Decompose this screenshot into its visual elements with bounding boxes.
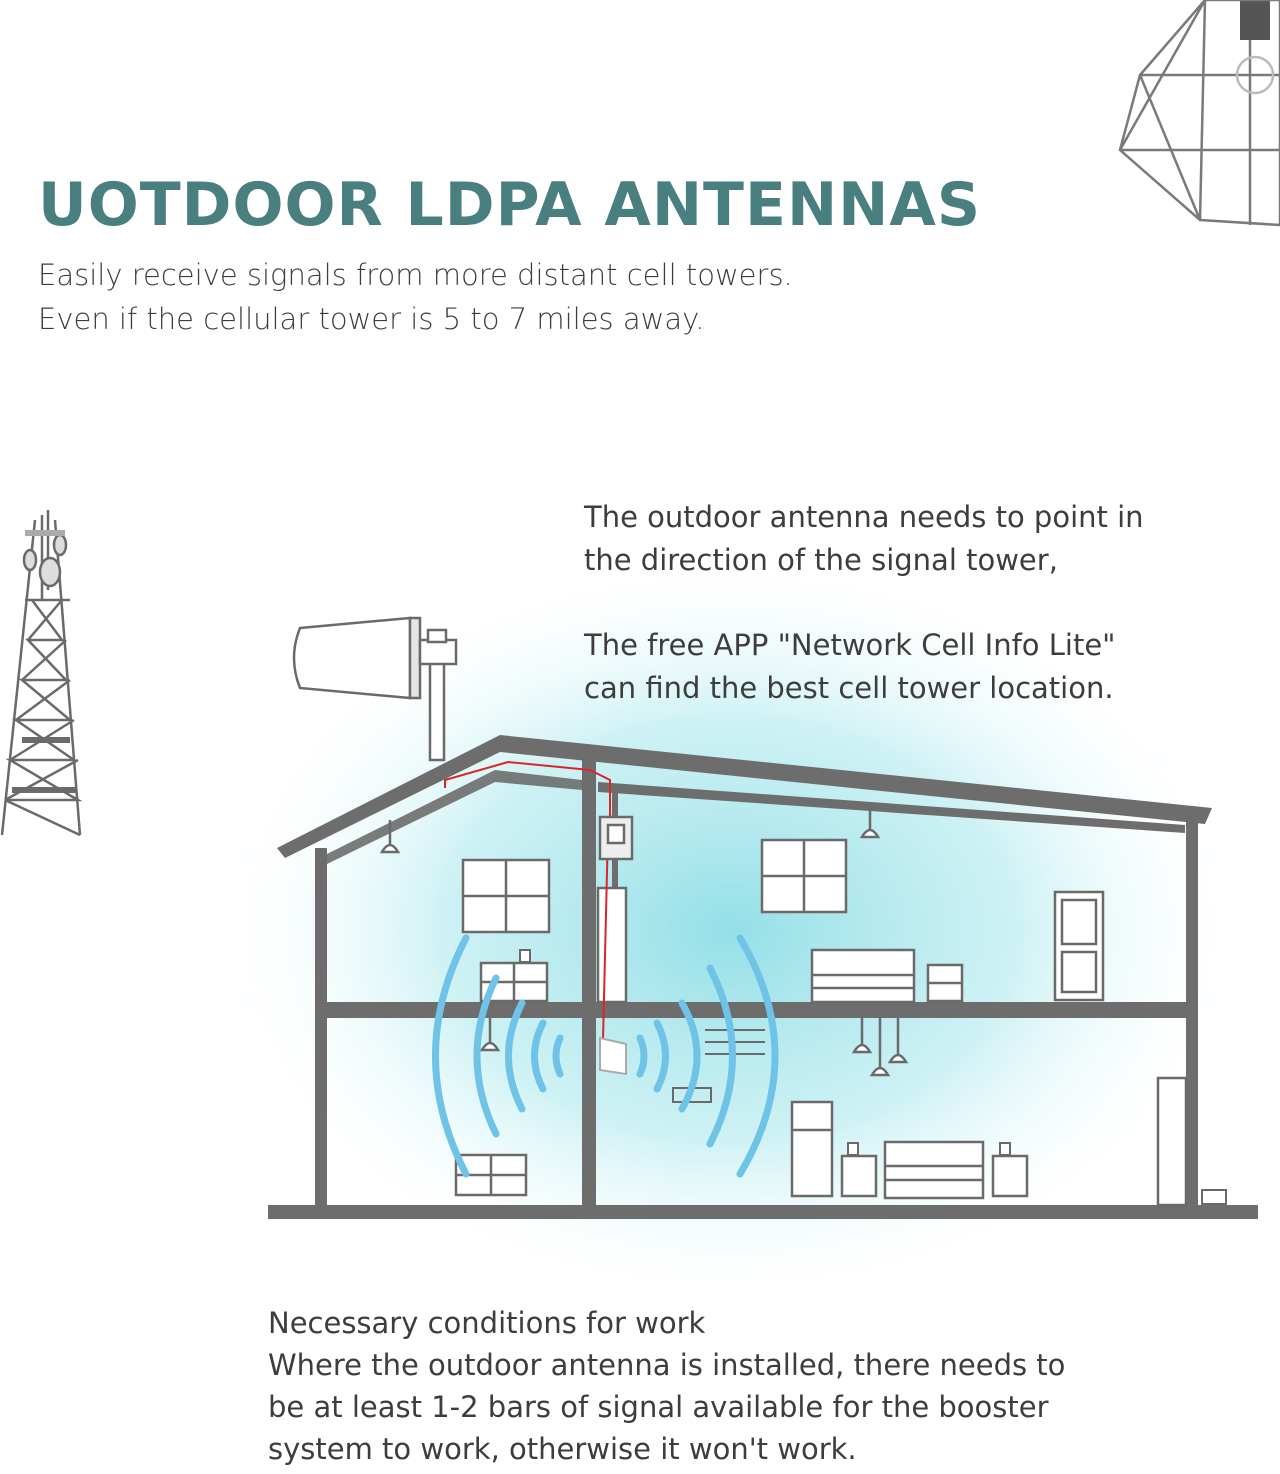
cell-tower-icon (0, 510, 83, 837)
subtitle-line-1: Easily receive signals from more distant… (38, 258, 793, 292)
dresser-lower-left (454, 1153, 528, 1197)
work-conditions: Necessary conditions for work Where the … (268, 1302, 1258, 1470)
note-direction-line-2: the direction of the signal tower, (584, 543, 1058, 577)
plants (519, 949, 1227, 1205)
subtitle-line-2: Even if the cellular tower is 5 to 7 mil… (38, 302, 705, 336)
bed-lower (883, 1140, 985, 1200)
ldpa-antenna-icon (292, 616, 458, 762)
fridge (790, 1100, 834, 1198)
note-direction-line-1: The outdoor antenna needs to point in (584, 500, 1144, 534)
door-upper-right (1053, 890, 1105, 1002)
conditions-line-3: system to work, otherwise it won't work. (268, 1432, 857, 1466)
window-right (760, 838, 848, 914)
nightstand-upper (926, 963, 964, 1003)
nightstands-lower (840, 1154, 1029, 1198)
conditions-heading: Necessary conditions for work (268, 1306, 706, 1340)
antenna-note: The outdoor antenna needs to point in th… (584, 496, 1244, 710)
note-app-line-1: The free APP "Network Cell Info Lite" (584, 628, 1116, 662)
booster-unit-icon (598, 815, 634, 861)
pendant-lamp-icon (1118, 0, 1280, 227)
conditions-line-2: be at least 1-2 bars of signal available… (268, 1390, 1049, 1424)
door-upper-mid (596, 886, 628, 1004)
note-app-line-2: can find the best cell tower location. (584, 671, 1114, 705)
conditions-line-1: Where the outdoor antenna is installed, … (268, 1348, 1066, 1382)
indoor-antenna-icon (599, 1036, 627, 1076)
bed-upper (810, 948, 916, 1004)
page-title: UOTDOOR LDPA ANTENNAS (38, 170, 982, 240)
signal-glow (210, 550, 1250, 1310)
subtitle: Easily receive signals from more distant… (38, 253, 793, 341)
door-lower-right (1156, 1076, 1188, 1207)
ceiling-lamps (379, 805, 909, 1077)
house-structure (268, 735, 1258, 1219)
window-left (461, 858, 551, 934)
signal-waves-icon (432, 934, 779, 1178)
